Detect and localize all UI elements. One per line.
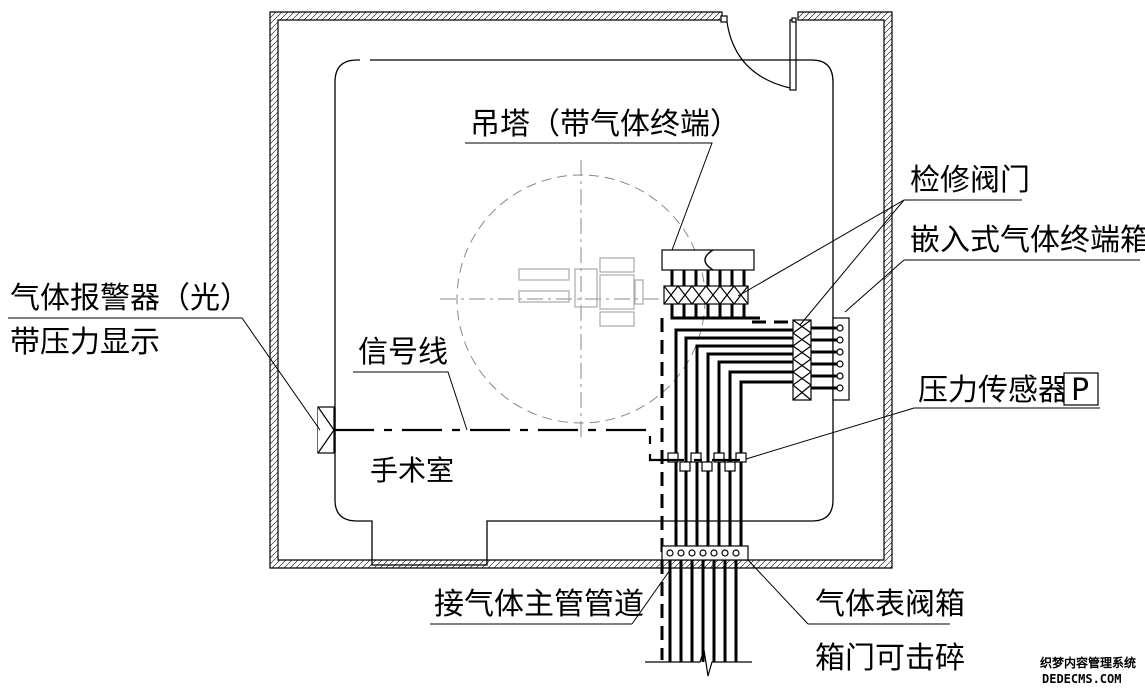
gas-valve-box — [661, 545, 749, 561]
sensor-symbol: P — [1071, 373, 1089, 408]
label-pendant: 吊塔（带气体终端） — [470, 107, 740, 142]
break-line — [645, 649, 752, 677]
door — [720, 15, 797, 91]
label-embedded-terminal-box: 嵌入式气体终端箱 — [910, 223, 1145, 258]
gas-pipe-bundle — [674, 328, 800, 548]
label-pressure-display: 带压力显示 — [10, 325, 160, 360]
terminal-outlets — [811, 326, 838, 390]
sensor-symbol-box — [1063, 372, 1099, 406]
label-gas-alarm: 气体报警器（光） — [10, 281, 250, 316]
label-operating-room: 手术室 — [370, 454, 454, 487]
gas-alarm-device — [317, 406, 335, 454]
concealed-route-dashes — [660, 318, 800, 660]
pendant-pipes — [670, 270, 760, 320]
signal-line — [334, 428, 740, 462]
supply-pipes — [668, 560, 738, 662]
leader-lines — [8, 142, 1140, 625]
service-valve-row — [663, 285, 749, 305]
watermark-line2: DEDECMS.COM — [1042, 672, 1121, 686]
label-main-pipe: 接气体主管管道 — [434, 587, 644, 622]
operating-table — [518, 257, 644, 327]
pressure-sensors — [667, 452, 747, 472]
label-signal-line: 信号线 — [358, 335, 448, 370]
pendant-head — [661, 249, 755, 271]
label-breakable-door: 箱门可击碎 — [815, 641, 965, 676]
label-valve-box: 气体表阀箱 — [815, 587, 965, 622]
watermark-line1: 织梦内容管理系统 — [1040, 655, 1136, 670]
embedded-terminal-box — [792, 317, 850, 401]
label-pressure-sensor: 压力传感器 — [918, 373, 1068, 408]
label-service-valve: 检修阀门 — [910, 163, 1030, 198]
